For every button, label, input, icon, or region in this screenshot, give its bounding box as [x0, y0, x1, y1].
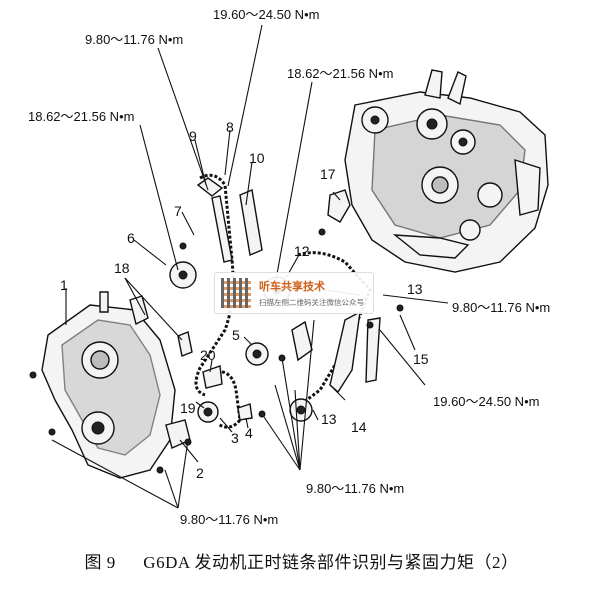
figure-title: G6DA 发动机正时链条部件识别与紧固力矩（2）: [143, 553, 519, 572]
engine-block-illustration: [344, 69, 549, 273]
watermark-subtitle: 扫描左侧二维码关注微信公众号: [259, 298, 364, 307]
callout-9: 9: [189, 128, 197, 144]
callout-15: 15: [413, 351, 429, 367]
components: [165, 177, 381, 449]
watermark-banner: 听车共享技术 扫描左侧二维码关注微信公众号: [214, 272, 374, 314]
torque-label-bottom-left: 9.80～11.76 N•m: [180, 512, 278, 527]
callout-5: 5: [232, 327, 240, 343]
callout-4: 4: [245, 425, 253, 441]
callout-17: 17: [320, 166, 336, 182]
figure-caption: 图 9 G6DA 发动机正时链条部件识别与紧固力矩（2）: [0, 548, 603, 573]
callout-3: 3: [231, 430, 239, 446]
torque-label-right-lower: 19.60～24.50 N•m: [433, 394, 539, 409]
callout-2: 2: [196, 465, 204, 481]
fasteners: [29, 228, 404, 474]
torque-label-top: 19.60～24.50 N•m: [213, 7, 319, 22]
figure-number: 图 9: [84, 553, 116, 572]
chain-oil-pump: [211, 369, 242, 429]
callout-1: 1: [60, 277, 68, 293]
torque-label-right: 9.80～11.76 N•m: [452, 300, 550, 315]
callout-12: 12: [294, 243, 310, 259]
part-17-shape: [327, 189, 351, 223]
part-18b-shape: [177, 331, 193, 357]
torque-label-bottom-middle: 9.80～11.76 N•m: [306, 481, 404, 496]
callout-8: 8: [226, 119, 234, 135]
torque-label-top-left: 9.80～11.76 N•m: [85, 32, 183, 47]
callout-13b: 13: [321, 411, 337, 427]
callout-13a: 13: [407, 281, 423, 297]
callout-14: 14: [351, 419, 367, 435]
torque-label-left: 18.62～21.56 N•m: [28, 109, 134, 124]
torque-label-top-right: 18.62～21.56 N•m: [287, 66, 393, 81]
callout-7: 7: [174, 203, 182, 219]
callout-20: 20: [200, 347, 216, 363]
part-number-callouts: 1 2 3 4 5 6 7 8 9 10 12 13 13 14 15 17 1…: [60, 119, 429, 481]
callout-18: 18: [114, 260, 130, 276]
callout-10: 10: [249, 150, 265, 166]
timing-cover-illustration: [41, 291, 176, 479]
callout-19: 19: [180, 400, 196, 416]
qr-code-icon: [221, 278, 251, 308]
watermark-title: 听车共享技术: [259, 280, 325, 293]
part-18-shape: [129, 295, 149, 326]
callout-6: 6: [127, 230, 135, 246]
